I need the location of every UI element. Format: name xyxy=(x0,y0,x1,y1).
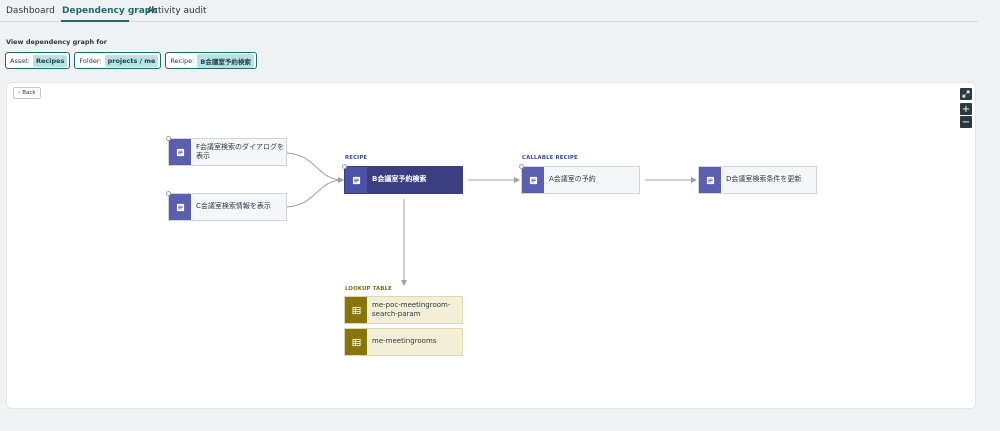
recipe-icon xyxy=(345,167,367,193)
zoom-in-button[interactable]: + xyxy=(960,103,972,115)
node-handle xyxy=(519,164,524,169)
node-label: F会議室検索のダイアログを表示 xyxy=(196,142,285,161)
lookup-table-node-2[interactable]: me-meetingrooms xyxy=(344,328,463,356)
view-label: View dependency graph for xyxy=(6,38,107,46)
node-label: D会議室検索条件を更新 xyxy=(726,175,802,184)
chevron-left-icon: ‹ xyxy=(18,90,21,96)
recipe-node-d[interactable]: D会議室検索条件を更新 xyxy=(698,166,817,194)
callable-recipe-caption: CALLABLE RECIPE xyxy=(522,155,578,161)
graph-canvas[interactable]: ‹ Back + − F会議室検索のダイアログを表示 C会議室検索情報を表示 xyxy=(6,82,976,409)
recipe-icon xyxy=(169,194,191,220)
node-label: me-poc-meetingroom-search-param xyxy=(372,300,451,319)
lookup-table-caption: LOOKUP TABLE xyxy=(345,286,392,292)
graph-edges xyxy=(286,152,697,286)
recipe-icon xyxy=(522,167,544,193)
tab-dashboard[interactable]: Dashboard xyxy=(6,6,55,16)
chip-value: Recipes xyxy=(32,54,68,67)
active-tab-indicator xyxy=(61,20,129,22)
table-icon xyxy=(345,329,367,355)
lookup-table-node-1[interactable]: me-poc-meetingroom-search-param xyxy=(344,296,463,324)
asset-chip[interactable]: Asset: Recipes xyxy=(5,52,71,69)
node-handle xyxy=(166,136,171,141)
back-button[interactable]: ‹ Back xyxy=(13,87,41,99)
recipe-node-c[interactable]: C会議室検索情報を表示 xyxy=(166,191,287,221)
edge-c-b xyxy=(286,179,344,208)
chip-key: Folder: xyxy=(79,56,102,65)
chip-value: projects / me xyxy=(104,54,159,67)
zoom-out-button[interactable]: − xyxy=(960,116,972,128)
recipe-node-a[interactable]: A会議室の予約 xyxy=(519,164,640,194)
tab-activity-audit[interactable]: Activity audit xyxy=(147,6,207,16)
recipe-icon xyxy=(169,139,191,165)
recipe-chip[interactable]: Recipe: B会議室予約検索 xyxy=(165,52,257,69)
back-label: Back xyxy=(22,90,36,96)
recipe-node-b[interactable]: B会議室予約検索 xyxy=(342,164,463,194)
node-label: A会議室の予約 xyxy=(549,175,596,184)
table-icon xyxy=(345,297,367,323)
recipe-caption: RECIPE xyxy=(345,155,368,161)
tab-bar: Dashboard Dependency graph Activity audi… xyxy=(0,0,978,22)
edge-f-b xyxy=(286,152,344,183)
chip-key: Recipe: xyxy=(170,56,195,65)
chip-key: Asset: xyxy=(10,56,30,65)
tab-dependency-graph[interactable]: Dependency graph xyxy=(62,6,158,16)
recipe-icon xyxy=(699,167,721,193)
recipe-node-f[interactable]: F会議室検索のダイアログを表示 xyxy=(166,136,287,166)
folder-chip[interactable]: Folder: projects / me xyxy=(74,52,162,69)
node-label: B会議室予約検索 xyxy=(372,175,427,184)
node-label: C会議室検索情報を表示 xyxy=(196,202,271,211)
filter-chips: Asset: Recipes Folder: projects / me Rec… xyxy=(5,52,257,69)
node-handle xyxy=(342,164,347,169)
chip-value: B会議室予約検索 xyxy=(197,53,254,68)
node-label: me-meetingrooms xyxy=(372,337,437,346)
node-handle xyxy=(166,191,171,196)
collapse-icon[interactable] xyxy=(960,88,972,100)
